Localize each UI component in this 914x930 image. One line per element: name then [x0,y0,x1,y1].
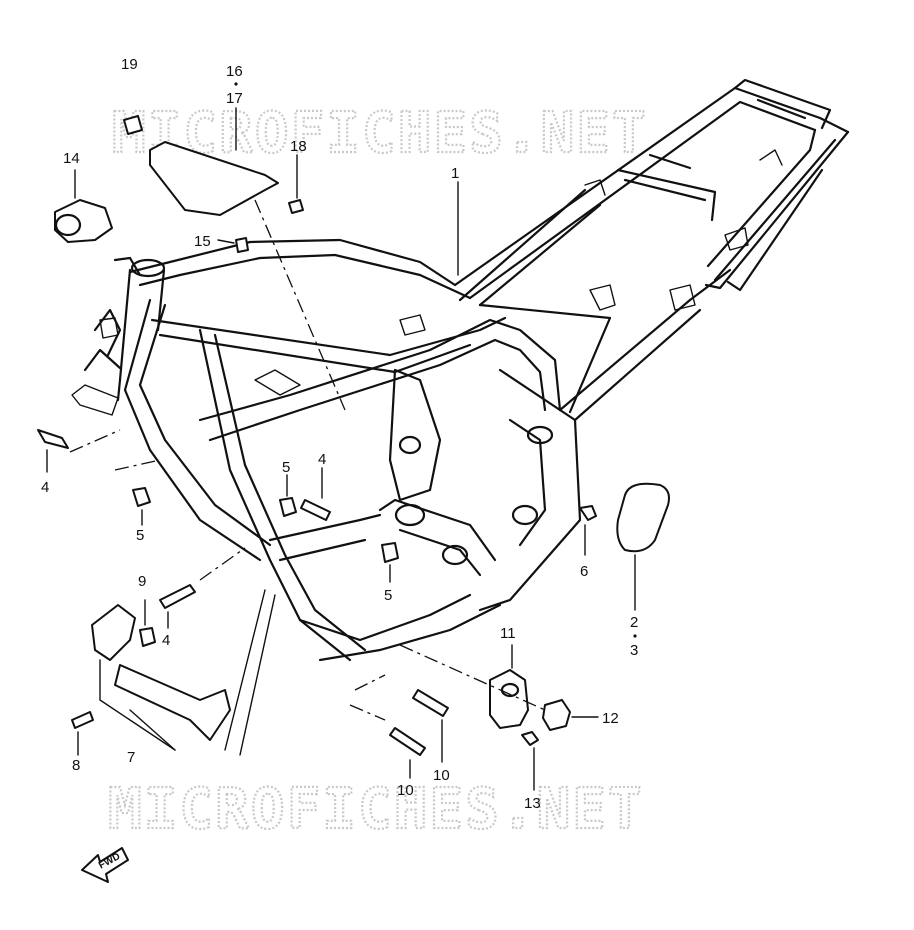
callout-6: 6 [580,563,588,580]
callout-labels: 1 2 3 4 4 4 5 5 5 6 7 8 9 10 10 11 12 13… [41,56,638,812]
callout-14: 14 [63,150,80,167]
callout-12: 12 [602,710,619,727]
callout-4-step: 4 [162,632,170,649]
callout-9: 9 [138,573,146,590]
step-bracket [71,547,276,756]
watermark-bottom: MICROFICHES.NET [107,776,644,843]
callout-2-3-dot [633,634,637,638]
callout-5-lower: 5 [384,587,392,604]
fasteners-center [279,467,399,583]
callout-13: 13 [524,795,541,812]
callout-10-left: 10 [397,782,414,799]
top-left-parts [54,107,346,411]
main-frame [71,78,850,662]
callout-8: 8 [72,757,80,774]
fwd-arrow: FWD [81,847,129,883]
callout-5-left: 5 [136,527,144,544]
bolts-10 [349,674,449,779]
callout-5-center: 5 [282,459,290,476]
svg-text:MICROFICHES.NET: MICROFICHES.NET [108,777,644,842]
clip-part [579,505,597,556]
side-cover-part [616,482,670,611]
callout-4-left: 4 [41,479,49,496]
callout-19: 19 [121,56,138,73]
callout-1: 1 [451,165,459,182]
callout-16-17-dot [234,82,238,86]
callout-18: 18 [290,138,307,155]
callout-16: 16 [226,63,243,80]
callout-7: 7 [127,749,135,766]
callout-4-center: 4 [318,451,326,468]
callout-15: 15 [194,233,211,250]
callout-11: 11 [500,625,516,642]
callout-17: 17 [226,90,243,107]
callout-2: 2 [630,614,638,631]
fasteners-left [37,429,161,526]
bracket-assembly [399,644,599,791]
callout-3: 3 [630,642,638,659]
callout-10-right: 10 [433,767,450,784]
